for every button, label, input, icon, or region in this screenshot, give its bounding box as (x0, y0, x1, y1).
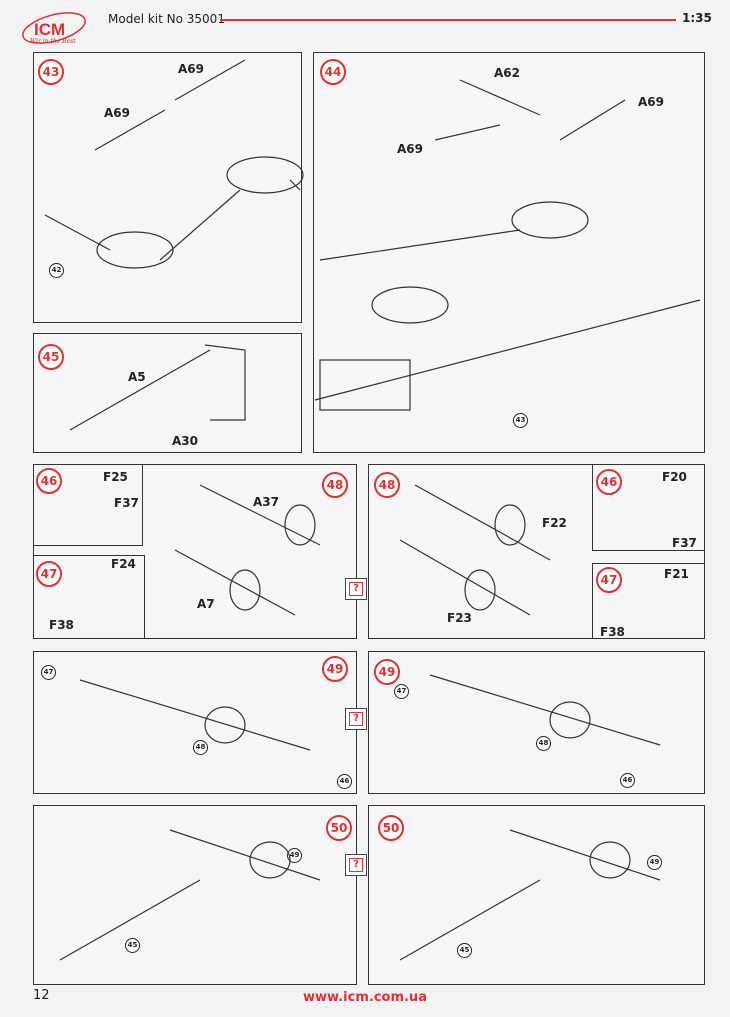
step-ref: 46 (337, 774, 352, 789)
part-label: F23 (447, 611, 472, 625)
step-47-alt-badge: 47 (596, 567, 622, 593)
step-50-alt-badge: 50 (378, 815, 404, 841)
step-50-panel (33, 805, 357, 985)
rear-axle-drawing (44, 59, 304, 269)
part-label: A69 (638, 95, 664, 109)
logo-tagline: Wir in the Best (30, 38, 76, 45)
website-link[interactable]: www.icm.com.ua (303, 990, 427, 1005)
step-46-badge: 46 (36, 468, 62, 494)
option-mark: ? (345, 708, 367, 730)
step-43-panel (33, 52, 302, 323)
header-rule (220, 19, 676, 21)
step-45-badge: 45 (38, 344, 64, 370)
step-48-badge: 48 (322, 472, 348, 498)
option-mark: ? (345, 854, 367, 876)
part-label: F25 (103, 470, 128, 484)
step-47-badge: 47 (36, 561, 62, 587)
part-label: A37 (253, 495, 279, 509)
step-ref: 45 (125, 938, 140, 953)
driveshaft-drawing (69, 344, 246, 431)
step-45-panel (33, 333, 302, 453)
step-ref: 42 (49, 263, 64, 278)
step-ref: 48 (193, 740, 208, 755)
step-49-alt-badge: 49 (374, 659, 400, 685)
step-46-alt-badge: 46 (596, 469, 622, 495)
page-number: 12 (33, 988, 50, 1003)
step-48-alt-badge: 48 (374, 472, 400, 498)
step-44-badge: 44 (320, 59, 346, 85)
part-label: F37 (672, 536, 697, 550)
step-ref: 49 (647, 855, 662, 870)
part-label: A5 (128, 370, 146, 384)
scale: 1:35 (682, 11, 712, 25)
step-ref: 46 (620, 773, 635, 788)
part-label: F22 (542, 516, 567, 530)
step-44-panel (313, 52, 705, 453)
kit-number: Model kit No 35001 (108, 12, 225, 26)
part-label: A69 (178, 62, 204, 76)
rear-axle-drawing-2 (314, 79, 701, 411)
part-label: F38 (49, 618, 74, 632)
svg-text:ICM: ICM (34, 20, 65, 39)
step-43-badge: 43 (38, 59, 64, 85)
part-label: A69 (397, 142, 423, 156)
part-label: A7 (197, 597, 215, 611)
step-ref: 47 (41, 665, 56, 680)
option-mark: ? (345, 578, 367, 600)
step-ref: 48 (536, 736, 551, 751)
part-label: F21 (664, 567, 689, 581)
step-ref: 45 (457, 943, 472, 958)
step-ref: 47 (394, 684, 409, 699)
icm-logo: ICM (20, 10, 88, 46)
part-label: F20 (662, 470, 687, 484)
part-label: A30 (172, 434, 198, 448)
step-49-panel (33, 651, 357, 794)
part-label: F37 (114, 496, 139, 510)
step-50-badge: 50 (326, 815, 352, 841)
part-label: A62 (494, 66, 520, 80)
part-label: F38 (600, 625, 625, 639)
step-ref: 49 (287, 848, 302, 863)
part-label: A69 (104, 106, 130, 120)
step-ref: 43 (513, 413, 528, 428)
step-49-alt-panel (368, 651, 705, 794)
step-49-badge: 49 (322, 656, 348, 682)
axle-drawings (59, 484, 661, 961)
step-50-alt-panel (368, 805, 705, 985)
part-label: F24 (111, 557, 136, 571)
